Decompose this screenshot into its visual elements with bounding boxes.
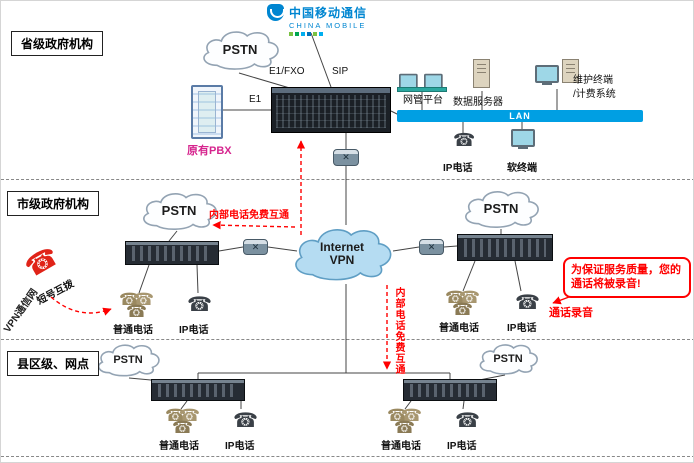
link-label-sip: SIP [332,66,349,77]
section-divider [1,179,693,180]
logo-cn-text: 中国移动通信 [289,6,368,20]
pstn-cloud-bottom-left: PSTN [93,341,163,379]
ordinary-phone-label: 普通电话 [381,441,421,452]
gateway-mid-right [457,234,553,261]
section-label-municipal: 市级政府机构 [7,191,100,216]
section-divider [1,456,693,457]
link-label-e1fxo: E1/FXO [269,66,305,77]
free-call-annotation: 内部电话免费互通 [209,210,289,221]
router-icon-mid-right [419,239,444,255]
gateway-mid-left [125,241,219,265]
data-server-label: 数据服务器 [453,97,503,108]
china-mobile-logo-icon [267,4,285,21]
section-label-county: 县区级、网点 [7,351,100,376]
router-icon-mid-left [243,239,268,255]
section-divider [1,339,693,340]
ip-phone-icon [455,410,480,432]
internet-vpn-cloud: Internet VPN [287,223,397,285]
nms-label: 网管平台 [403,95,443,106]
ordinary-phones-icon [119,291,155,321]
logo-en-text: CHINA MOBILE [289,21,367,30]
soft-terminal-label: 软终端 [507,163,537,174]
billing-system-label: /计费系统 [573,89,616,100]
ip-phone-label: IP电话 [447,441,477,452]
lan-bus: LAN [397,110,643,122]
ip-phone-icon [187,294,212,316]
ordinary-phones-icon [165,407,201,437]
pstn-cloud-bottom-right: PSTN [475,341,541,377]
gateway-bottom-right [403,379,497,401]
nms-icon [397,63,447,92]
ordinary-phone-label: 普通电话 [439,323,479,334]
free-call-vertical-annotation: 内部电话免费互通 [393,287,404,375]
logo-dots [289,32,367,36]
pstn-cloud-mid-right: PSTN [459,187,543,231]
pbx-label: 原有PBX [187,145,232,157]
lan-label: LAN [509,111,531,121]
pbx-cabinet [191,85,223,139]
pstn-cloud-mid-left: PSTN [137,189,221,233]
central-voice-gateway [271,87,391,133]
link-label-e1: E1 [249,94,262,105]
vpn-cloud-line2: VPN [329,253,355,267]
red-phone-icon [20,241,64,284]
maintenance-terminal-icon [535,59,579,83]
ip-phone-label: IP电话 [179,325,209,336]
pstn-cloud-top: PSTN [197,27,283,73]
ordinary-phone-label: 普通电话 [159,441,199,452]
ordinary-phone-label: 普通电话 [113,325,153,336]
soft-terminal-icon [511,129,535,147]
gateway-bottom-left [151,379,245,401]
china-mobile-logo: 中国移动通信 CHINA MOBILE [267,4,367,36]
ordinary-phones-icon [387,407,423,437]
data-server-icon [473,59,490,88]
ip-phone-label: IP电话 [225,441,255,452]
recording-notice-bubble: 为保证服务质量，您的通话将被录音! [563,257,691,298]
ip-phone-top-label: IP电话 [443,163,473,174]
ip-phone-icon [233,410,258,432]
ip-phone-icon [515,292,540,314]
vpn-cloud-line1: Internet [319,239,364,254]
call-recording-label: 通话录音 [549,307,593,319]
router-icon-top [333,149,359,166]
maintenance-terminal-label: 维护终端 [573,75,613,86]
ip-phone-label: IP电话 [507,323,537,334]
ip-phone-top-icon [453,130,475,150]
section-label-provincial: 省级政府机构 [11,31,104,56]
ordinary-phones-icon [445,289,481,319]
